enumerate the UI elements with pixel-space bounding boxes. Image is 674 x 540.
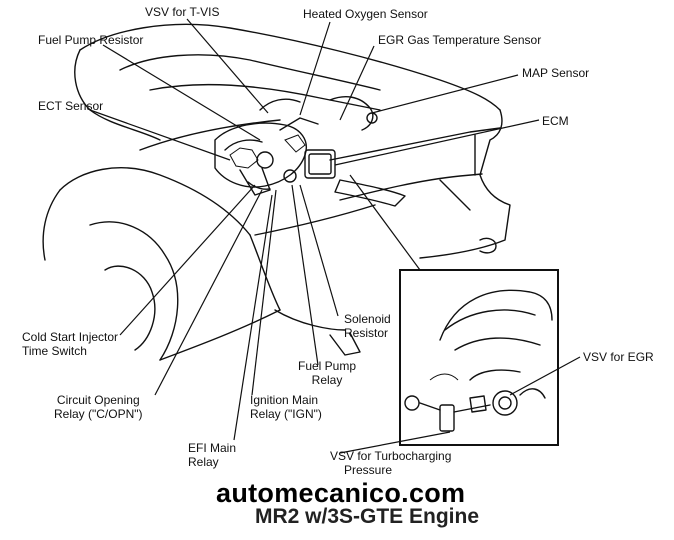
car-body [42, 23, 511, 361]
label-egr-gas-temperature-sensor: EGR Gas Temperature Sensor [378, 33, 542, 47]
label-heated-oxygen-sensor: Heated Oxygen Sensor [303, 7, 428, 21]
leader-lines [89, 18, 581, 454]
label-fuel-pump-relay-line1: Fuel Pump [298, 359, 357, 373]
label-ignition-main-relay: Ignition Main Relay ("IGN") [250, 393, 322, 421]
label-efi-main-line1: EFI Main [188, 441, 237, 455]
label-cold-start-injector: Cold Start Injector Time Switch [22, 330, 118, 358]
label-cold-start-line1: Cold Start Injector [22, 330, 119, 344]
label-fuel-pump-relay-line2: Relay [311, 373, 343, 387]
label-vsv-turbo-line1: VSV for Turbocharging [330, 449, 452, 463]
label-vsv-turbo-line2: Pressure [344, 463, 393, 477]
site-watermark: automecanico.com [216, 478, 466, 508]
label-circuit-opening-line2: Relay ("C/OPN") [54, 407, 143, 421]
label-vsv-tvis: VSV for T-VIS [145, 5, 220, 19]
label-vsv-egr: VSV for EGR [583, 350, 654, 364]
label-circuit-opening-line1: Circuit Opening [56, 393, 140, 407]
label-efi-main-line2: Relay [188, 455, 219, 469]
label-ignition-main-line1: Ignition Main [250, 393, 319, 407]
inset-detail [399, 269, 559, 446]
label-solenoid-line1: Solenoid [344, 312, 391, 326]
label-map-sensor: MAP Sensor [522, 66, 590, 80]
label-solenoid-resistor: Solenoid Resistor [344, 312, 391, 340]
label-circuit-opening-relay: Circuit Opening Relay ("C/OPN") [54, 393, 143, 421]
label-cold-start-line2: Time Switch [22, 344, 87, 358]
label-vsv-turbocharging-pressure: VSV for Turbocharging Pressure [330, 449, 451, 477]
diagram-caption: MR2 w/3S-GTE Engine [255, 505, 480, 528]
label-efi-main-relay: EFI Main Relay [188, 441, 236, 469]
label-ect-sensor: ECT Sensor [38, 99, 104, 113]
label-fuel-pump-resistor: Fuel Pump Resistor [38, 33, 144, 47]
label-ecm: ECM [542, 114, 569, 128]
label-solenoid-line2: Resistor [344, 326, 389, 340]
label-fuel-pump-relay: Fuel Pump Relay [298, 359, 356, 387]
engine-components [214, 96, 378, 196]
label-ignition-main-line2: Relay ("IGN") [250, 407, 322, 421]
